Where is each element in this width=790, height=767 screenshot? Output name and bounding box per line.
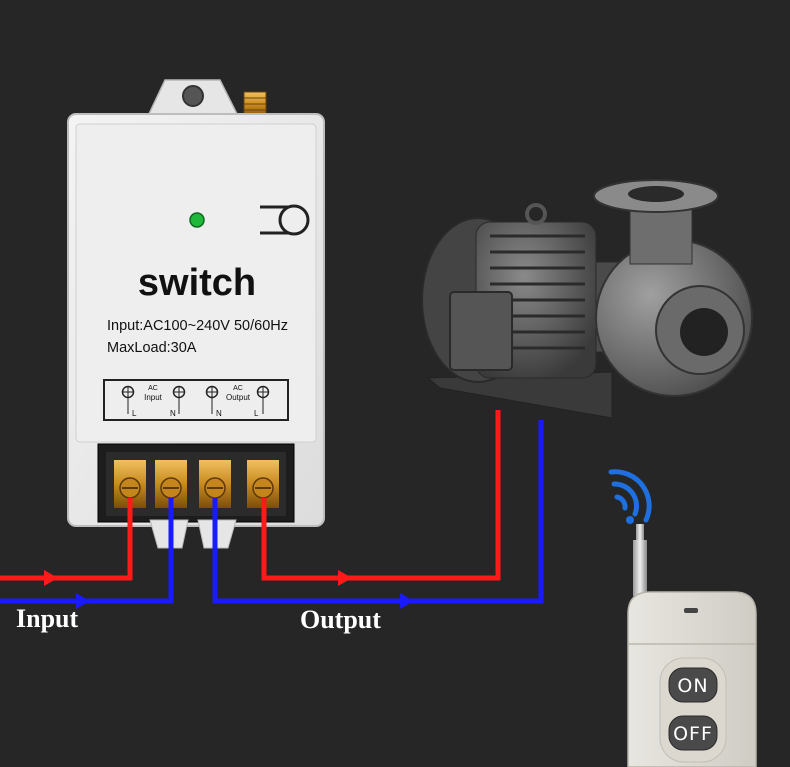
on-button[interactable]: ON	[669, 668, 717, 702]
terminal-group-input: Input	[144, 393, 163, 402]
water-pump	[422, 180, 752, 418]
motor-junction-box	[450, 292, 512, 370]
terminal-group-output: Output	[226, 393, 251, 402]
lifting-eye	[527, 205, 545, 223]
terminal-label: N	[170, 409, 176, 418]
terminal-label: L	[254, 409, 259, 418]
terminal-label: L	[132, 409, 137, 418]
device-spec-load: MaxLoad:30A	[107, 340, 197, 356]
mounting-hole	[183, 86, 203, 106]
terminal-group-ac: AC	[148, 385, 158, 392]
terminal-screw-symbol	[122, 386, 134, 398]
status-led-icon	[190, 213, 204, 227]
remote-antenna-tip	[636, 524, 644, 542]
remote-antenna	[633, 540, 647, 596]
output-label: Output	[300, 605, 381, 634]
terminal-label: N	[216, 409, 222, 418]
wifi-signal-icon	[611, 472, 649, 524]
off-button[interactable]: OFF	[669, 716, 717, 750]
device-name: switch	[138, 262, 256, 304]
remote-indicator	[684, 608, 698, 613]
terminal-group-ac: AC	[233, 385, 243, 392]
pump-base	[428, 372, 612, 418]
input-label: Input	[16, 604, 78, 633]
output-neutral-arrow	[400, 593, 414, 609]
terminal-screw-symbol	[257, 386, 269, 398]
input-live-arrow	[44, 570, 58, 586]
output-live-arrow	[338, 570, 352, 586]
on-button-label: ON	[677, 675, 708, 697]
off-button-label: OFF	[673, 723, 713, 745]
device-spec-input: Input:AC100~240V 50/60Hz	[107, 318, 288, 334]
terminal-screw-symbol	[173, 386, 185, 398]
remote-control: ON OFF	[611, 472, 756, 767]
terminal-screw-symbol	[206, 386, 218, 398]
switch-module: switch Input:AC100~240V 50/60Hz MaxLoad:…	[68, 80, 324, 548]
outlet-port	[628, 186, 684, 202]
inlet-port	[680, 308, 728, 356]
